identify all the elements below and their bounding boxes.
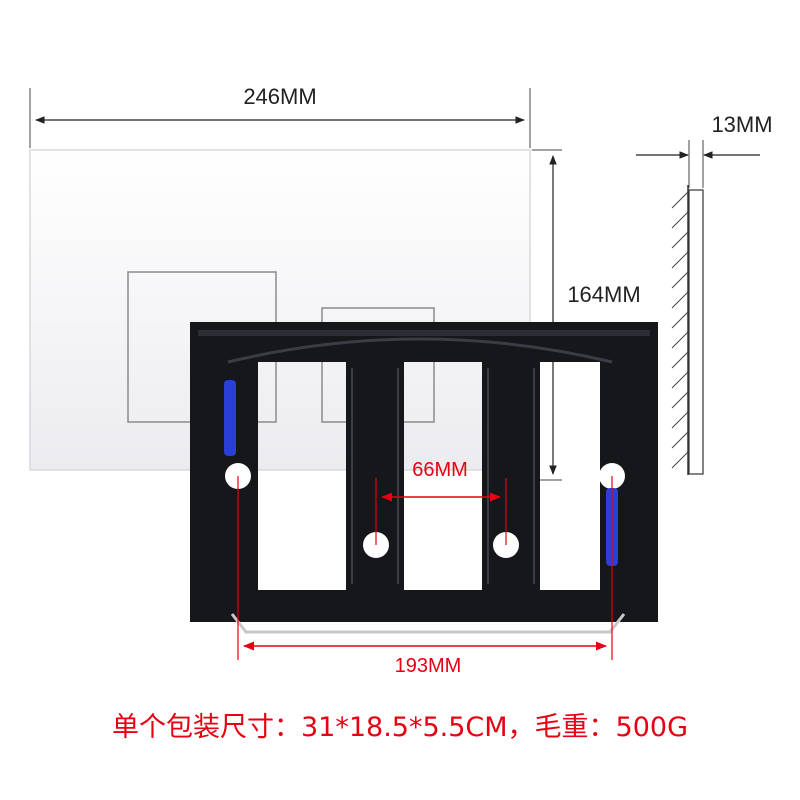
hole-spacing-dimension: 66MM <box>375 459 507 545</box>
frame-top-arch <box>227 337 613 364</box>
plate-side-section <box>688 189 704 475</box>
thickness-label: 13MM <box>711 112 772 137</box>
clip-blue-left <box>224 380 236 456</box>
hole-spacing-label: 66MM <box>412 459 468 481</box>
height-dimension: 164MM <box>532 149 653 481</box>
flush-plate <box>29 149 531 471</box>
spring-wire <box>230 613 626 634</box>
width-dimension: 246MM <box>29 84 531 148</box>
mounting-frame <box>190 322 658 634</box>
frame-width-label: 193MM <box>395 655 462 677</box>
side-profile-view: 13MM <box>636 112 773 475</box>
width-label: 246MM <box>243 84 316 109</box>
package-info-caption: 单个包装尺寸：31*18.5*5.5CM，毛重：500G <box>111 712 689 743</box>
height-label: 164MM <box>567 282 640 307</box>
frame-width-dimension: 193MM <box>237 476 613 677</box>
